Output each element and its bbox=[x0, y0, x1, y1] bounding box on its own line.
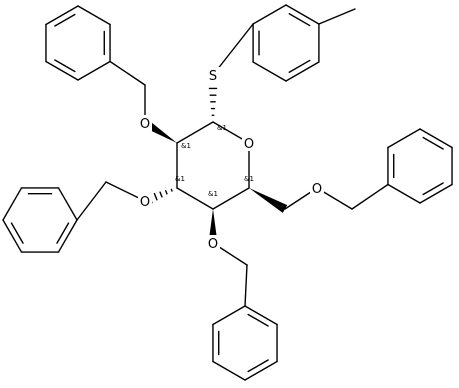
benzyl-ring-6-bond bbox=[387, 183, 421, 204]
benzyl-ring-4-bond bbox=[212, 360, 246, 381]
wedge-bond-c4-o4 bbox=[208, 209, 218, 243]
benzyl-ring-6-bond bbox=[387, 128, 421, 149]
atom-label-background bbox=[138, 193, 152, 209]
ring-bond-c5-c4 bbox=[212, 187, 250, 210]
benzyl-ring-3-double-bond bbox=[56, 222, 70, 244]
benzyl-ch2-bond-3 bbox=[76, 181, 107, 221]
benzyl-ring-4-bond bbox=[212, 305, 246, 326]
benzyl-ring-3-bond bbox=[2, 219, 23, 253]
atom-label-s: S bbox=[209, 69, 217, 84]
benzyl-ring-2-double-bond bbox=[54, 59, 76, 73]
tolyl-ring-bond bbox=[285, 4, 320, 25]
benzyl-ch2-bond-6 bbox=[351, 183, 389, 210]
stereo-label-c4: &1 bbox=[208, 190, 218, 198]
hashed-bond-segment bbox=[153, 192, 158, 201]
benzyl-ring-4-double-bond bbox=[247, 359, 269, 373]
benzyl-ch2-bond-2 bbox=[109, 60, 146, 86]
atom-label-o5: O bbox=[244, 137, 254, 152]
tolyl-ring-double-bond bbox=[288, 13, 311, 27]
atom-label-o2: O bbox=[140, 117, 150, 132]
methyl-bond bbox=[318, 8, 356, 25]
stereo-label-c2: &1 bbox=[181, 142, 191, 150]
tolyl-ring-double-bond bbox=[288, 59, 311, 73]
wedge-bond-c5-c6 bbox=[249, 188, 288, 213]
atom-label-background bbox=[206, 67, 220, 83]
stereo-label-c5: &1 bbox=[244, 175, 254, 183]
benzyl-ring-6-double-bond bbox=[422, 182, 444, 196]
atom-label-o3: O bbox=[140, 195, 150, 210]
tolyl-ring-bond bbox=[252, 61, 287, 82]
benzyl-ring-2-bond bbox=[45, 5, 79, 26]
benzyl-ring-4-double-bond bbox=[247, 313, 269, 327]
stereo-label-c1: &1 bbox=[217, 124, 227, 132]
atom-label-background bbox=[206, 235, 220, 251]
hashed-bond-segment bbox=[165, 190, 168, 195]
atom-label-background bbox=[310, 180, 324, 196]
ring-bond-c4-c3 bbox=[176, 187, 214, 210]
benzyl-ring-6-bond bbox=[419, 128, 453, 149]
benzyl-ring-2-bond bbox=[45, 60, 79, 81]
benzyl-ring-3-bond bbox=[2, 187, 23, 221]
bonds-layer bbox=[2, 4, 453, 381]
sulfur-aryl-bond bbox=[212, 23, 254, 76]
benzyl-ring-4-bond bbox=[244, 360, 278, 381]
benzyl-ring-6-double-bond bbox=[422, 136, 444, 150]
atom-labels-layer: S O O O O O&1&1&1&1&1 bbox=[138, 67, 324, 252]
benzyl-ring-3-bond bbox=[57, 187, 78, 221]
benzyl-ring-2-bond bbox=[77, 60, 111, 81]
hashed-bond-segment bbox=[159, 191, 163, 198]
benzyl-ring-6-bond bbox=[419, 183, 453, 204]
atom-label-o4: O bbox=[208, 237, 218, 252]
ring-bond-c2-c1 bbox=[176, 121, 214, 144]
benzyl-ring-2-double-bond bbox=[54, 13, 76, 27]
benzyl-ring-3-bond bbox=[57, 219, 78, 253]
atom-label-o6: O bbox=[312, 182, 322, 197]
tolyl-ring-bond bbox=[252, 4, 287, 25]
hashed-bond-segment bbox=[170, 188, 173, 192]
benzyl-ch2-bond-4 bbox=[244, 264, 248, 307]
benzyl-ring-2-bond bbox=[77, 5, 111, 26]
atom-label-background bbox=[138, 115, 152, 131]
benzyl-ring-4-bond bbox=[244, 305, 278, 326]
tolyl-ring-bond bbox=[285, 61, 320, 82]
benzyl-ring-3-double-bond bbox=[10, 222, 24, 244]
stereo-label-c3: &1 bbox=[175, 175, 185, 183]
atom-label-background bbox=[242, 135, 256, 151]
